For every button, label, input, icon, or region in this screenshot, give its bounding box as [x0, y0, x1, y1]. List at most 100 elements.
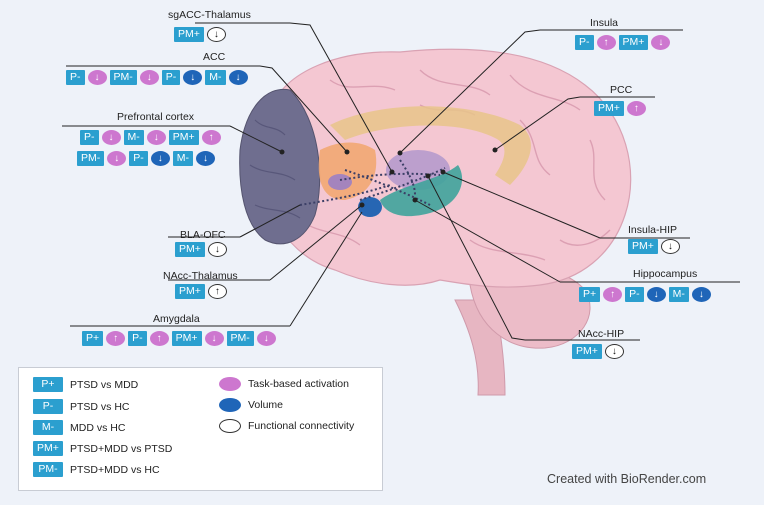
volume-down-icon: ↓: [196, 151, 215, 166]
tag-badge: PM+: [171, 331, 202, 346]
tag-badge: PM+: [175, 284, 205, 299]
prefrontal-gyri: [249, 119, 301, 219]
task-down-icon: ↓: [651, 35, 671, 50]
legend-item: M- MDD vs HC: [33, 420, 125, 435]
leader-lines: [62, 22, 740, 341]
tag-badge: P-: [625, 287, 644, 302]
tag-badge: PM+: [174, 27, 204, 42]
hippocampus-region: [380, 165, 463, 217]
legend-text: PTSD vs HC: [70, 400, 130, 413]
nacc-region: [328, 174, 352, 190]
insula-findings: P- ↑ PM+ ↓: [575, 35, 671, 50]
task-down-icon: ↓: [139, 70, 159, 85]
tag-badge: M-: [172, 151, 193, 166]
acc-title: ACC: [203, 51, 226, 63]
task-up-icon: ↑: [596, 35, 616, 50]
tag-badge: PM-: [77, 151, 105, 166]
insula-hip-title: Insula-HIP: [628, 224, 678, 236]
insula-hip-findings: PM+ ↓: [628, 239, 680, 254]
fc-down-icon: ↓: [604, 344, 624, 359]
tag-badge: P-: [575, 35, 594, 50]
prefrontal-findings-row1: P- ↓ M- ↓ PM+ ↑: [80, 130, 221, 145]
connectivity-paths: [299, 159, 446, 206]
tag-badge: PM+: [628, 239, 658, 254]
legend-item: Volume: [219, 398, 283, 412]
legend-item: PM+ PTSD+MDD vs PTSD: [33, 441, 172, 456]
volume-down-icon: ↓: [183, 70, 203, 85]
legend-item: Functional connectivity: [219, 419, 354, 433]
bla-ofc-findings: PM+ ↓: [175, 242, 227, 257]
task-down-icon: ↓: [204, 331, 224, 346]
volume-down-icon: ↓: [691, 287, 711, 302]
cingulate: [330, 106, 531, 185]
tag-badge: PM+: [572, 344, 602, 359]
task-up-icon: ↑: [201, 130, 221, 145]
legend-text: PTSD vs MDD: [70, 378, 139, 391]
prefrontal-findings-row2: PM- ↓ P- ↓ M- ↓: [77, 151, 215, 166]
legend-item: PM- PTSD+MDD vs HC: [33, 462, 160, 477]
tag-badge: PM+: [168, 130, 199, 145]
task-up-icon: ↑: [603, 287, 623, 302]
fc-down-icon: ↓: [206, 27, 226, 42]
volume-icon: [219, 398, 241, 412]
legend-text: Task-based activation: [248, 378, 349, 390]
sgacc-thalamus-title: sgACC-Thalamus: [168, 9, 251, 21]
amygdala-title: Amygdala: [153, 313, 200, 325]
legend-item: Task-based activation: [219, 377, 349, 391]
sgacc-thalamus-findings: PM+ ↓: [174, 27, 226, 42]
legend-item: P- PTSD vs HC: [33, 399, 130, 414]
insula-title: Insula: [590, 17, 619, 29]
volume-down-icon: ↓: [228, 70, 248, 85]
nacc-hip-findings: PM+ ↓: [572, 344, 624, 359]
hippocampus-title: Hippocampus: [633, 268, 698, 280]
legend-text: PTSD+MDD vs PTSD: [70, 442, 173, 455]
tag-badge: PM-: [226, 331, 254, 346]
legend-text: Functional connectivity: [248, 420, 355, 432]
amygdala-findings: P+ ↑ P- ↑ PM+ ↓ PM- ↓: [82, 331, 276, 346]
task-activation-icon: [219, 377, 241, 391]
credit-text: Created with BioRender.com: [547, 472, 707, 486]
functional-connectivity-icon: [219, 419, 241, 433]
fc-down-icon: ↓: [207, 242, 227, 257]
tag-badge: M-: [33, 420, 63, 435]
nacc-thalamus-findings: PM+ ↑: [175, 284, 227, 299]
nacc-hip-title: NAcc-HIP: [578, 328, 625, 340]
tag-badge: P-: [128, 331, 147, 346]
tag-badge: P-: [66, 70, 85, 85]
tag-badge: M-: [668, 287, 689, 302]
tag-badge: PM+: [618, 35, 649, 50]
task-up-icon: ↑: [106, 331, 126, 346]
task-up-icon: ↑: [626, 101, 646, 116]
task-up-icon: ↑: [149, 331, 169, 346]
tag-badge: P+: [33, 377, 63, 392]
task-down-icon: ↓: [256, 331, 276, 346]
tag-badge: PM+: [33, 441, 63, 456]
volume-down-icon: ↓: [150, 151, 170, 166]
tag-badge: P+: [579, 287, 601, 302]
tag-badge: PM-: [109, 70, 137, 85]
pcc-findings: PM+ ↑: [594, 101, 646, 116]
tag-badge: P-: [33, 399, 63, 414]
task-down-icon: ↓: [107, 151, 127, 166]
legend-text: PTSD+MDD vs HC: [70, 463, 160, 476]
tag-badge: P-: [129, 151, 148, 166]
tag-badge: PM+: [594, 101, 624, 116]
hippocampus-findings: P+ ↑ P- ↓ M- ↓: [579, 287, 711, 302]
fc-up-icon: ↑: [207, 284, 227, 299]
tag-badge: P-: [161, 70, 181, 85]
legend-box: P+ PTSD vs MDD P- PTSD vs HC M- MDD vs H…: [18, 367, 383, 491]
volume-down-icon: ↓: [646, 287, 666, 302]
legend-item: P+ PTSD vs MDD: [33, 377, 138, 392]
acc-findings: P- ↓ PM- ↓ P- ↓ M- ↓: [66, 70, 248, 85]
fc-down-icon: ↓: [660, 239, 680, 254]
bla-ofc-title: BLA-OFC: [180, 229, 226, 241]
legend-text: MDD vs HC: [70, 421, 126, 434]
legend-text: Volume: [248, 399, 284, 411]
task-down-icon: ↓: [87, 70, 107, 85]
prefrontal-title: Prefrontal cortex: [117, 111, 195, 123]
tag-badge: M-: [205, 70, 226, 85]
pcc-title: PCC: [610, 84, 633, 96]
tag-badge: PM-: [33, 462, 63, 477]
